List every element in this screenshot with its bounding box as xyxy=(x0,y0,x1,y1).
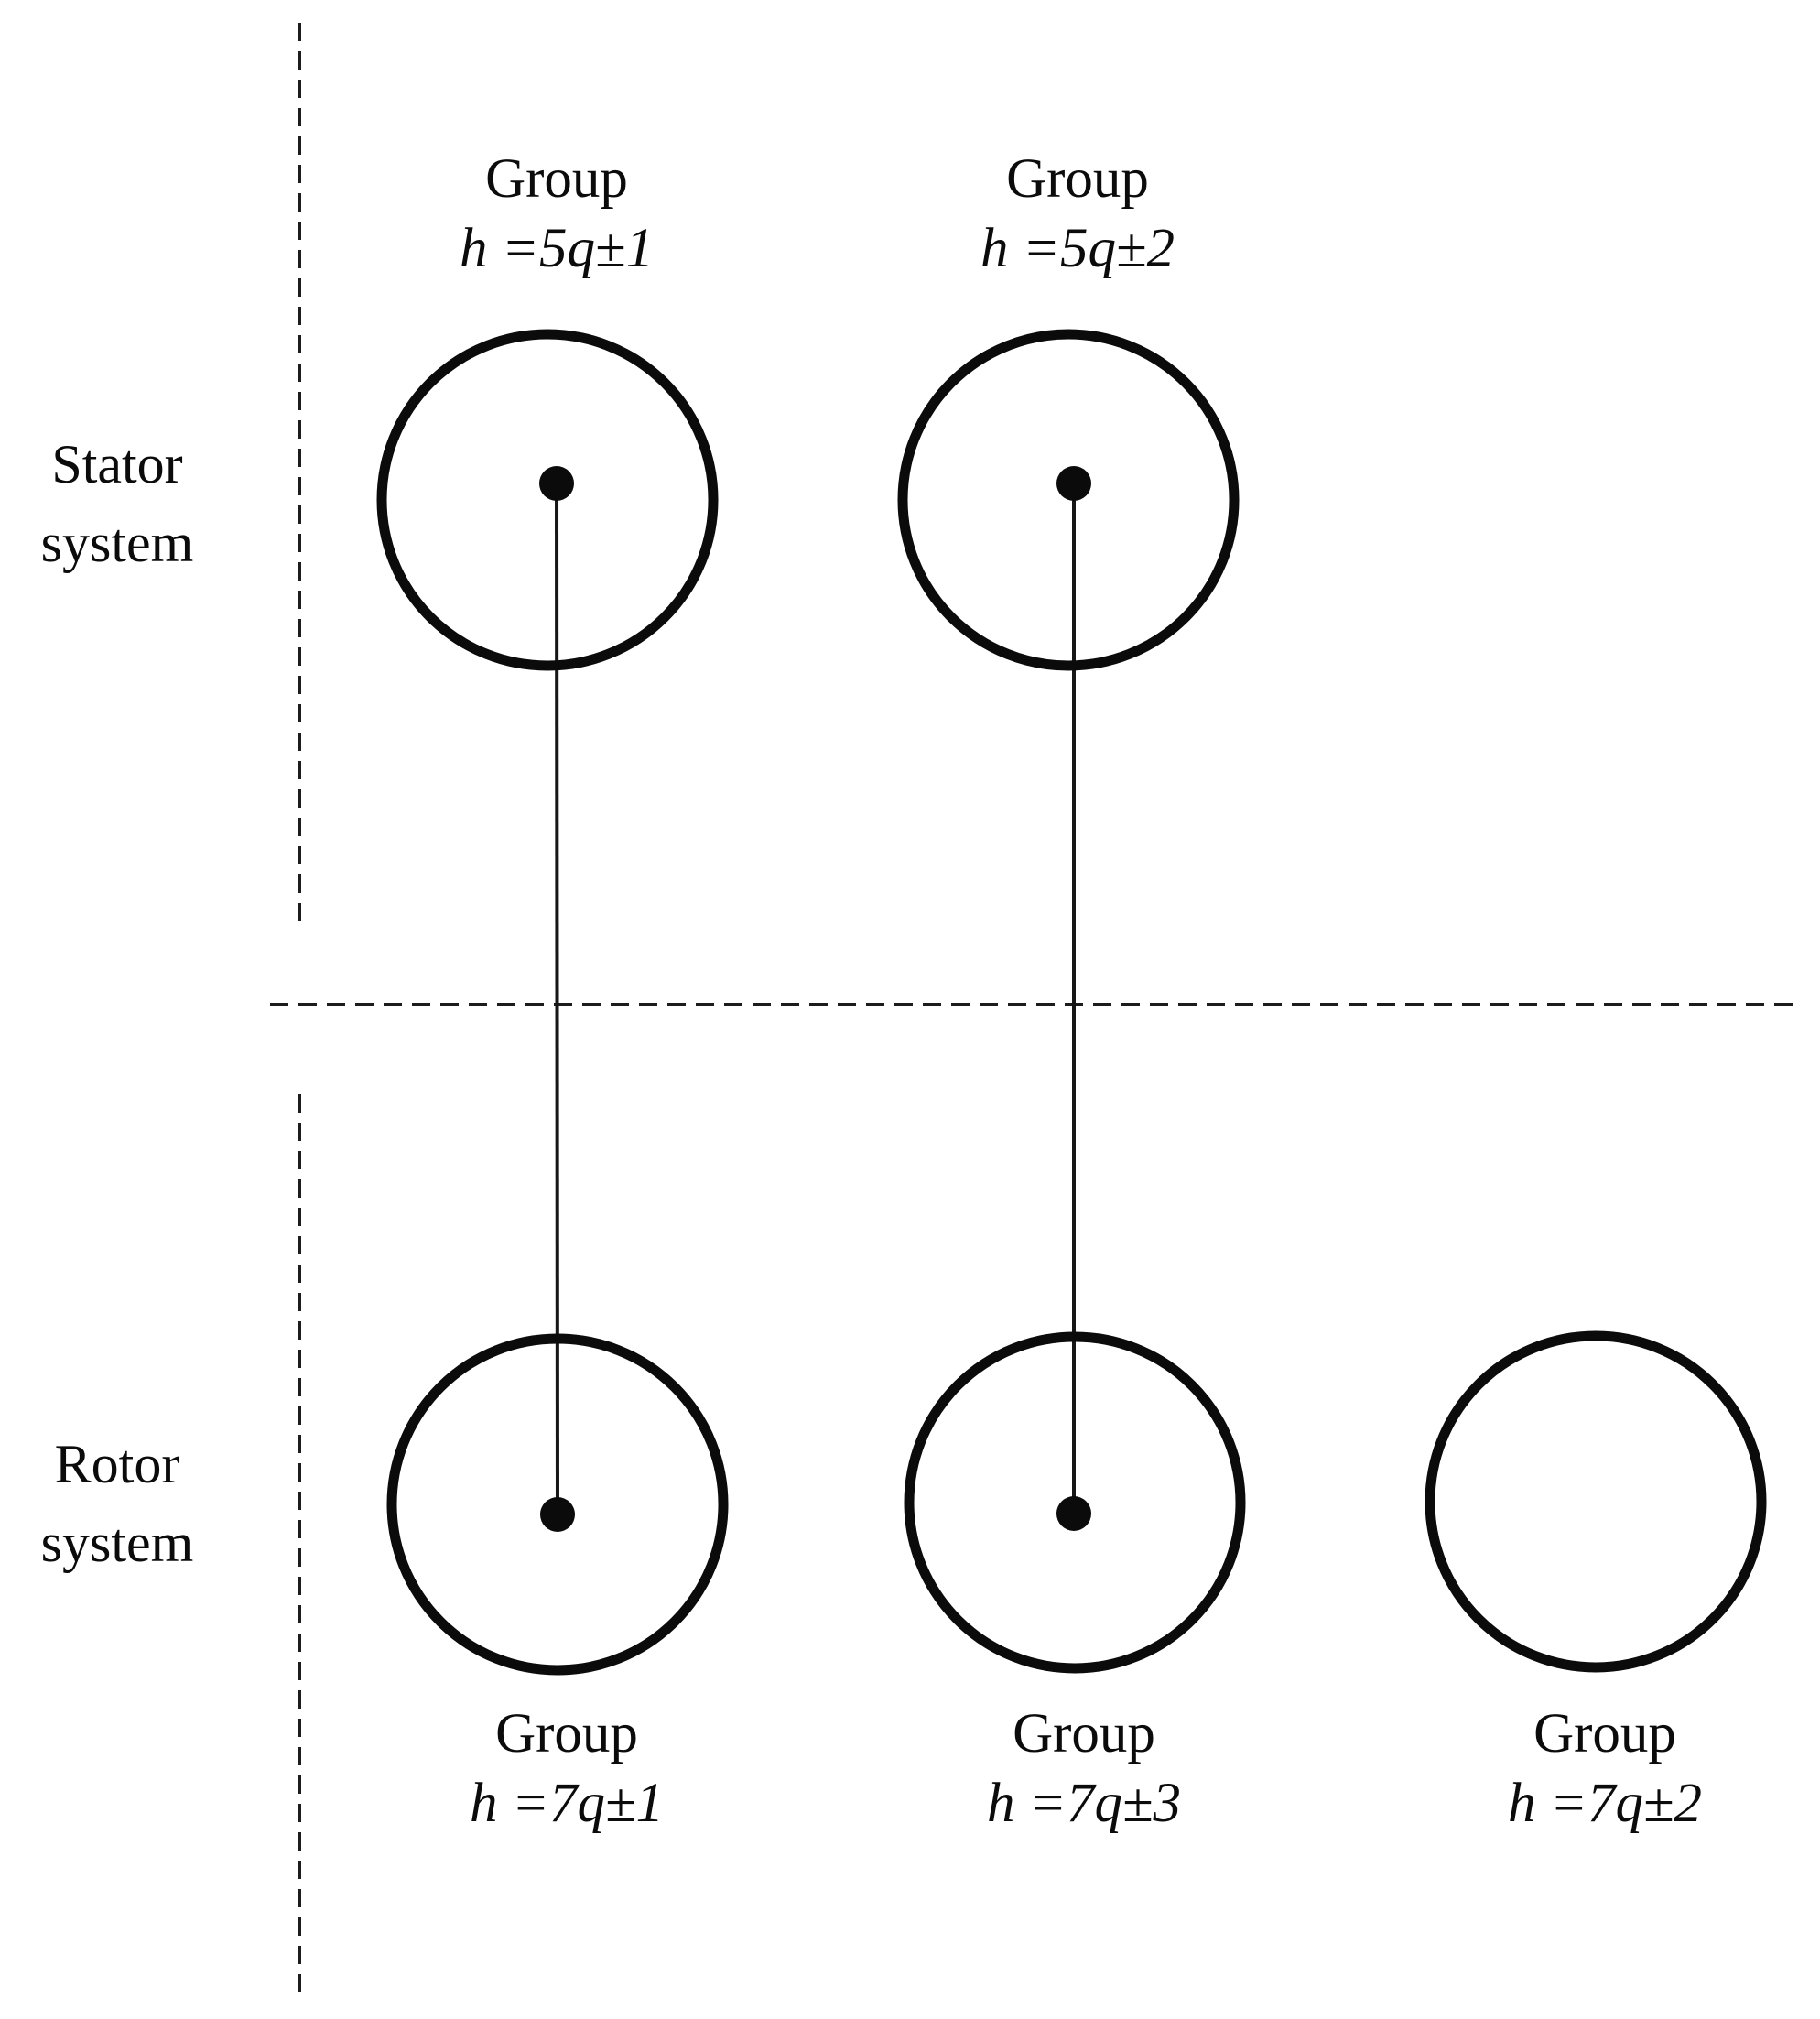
group-title: Group xyxy=(495,1703,638,1764)
stator-group-2-label: Group h =5q±2 xyxy=(867,145,1288,284)
rotor-group-1-label: Group h =7q±1 xyxy=(356,1699,777,1839)
group-formula: h =5q±1 xyxy=(460,218,654,279)
group-formula: h =7q±3 xyxy=(987,1773,1181,1834)
group-title: Group xyxy=(1533,1703,1676,1764)
rotor-system-label-line2: system xyxy=(40,1513,194,1573)
group-title: Group xyxy=(1006,148,1149,210)
stator-group-2-circle xyxy=(897,329,1240,671)
rotor-system-label: Rotor system xyxy=(0,1425,234,1582)
rotor-group-2-label: Group h =7q±3 xyxy=(873,1699,1295,1839)
stator-group-1-dot xyxy=(539,466,574,501)
rotor-group-3-circle xyxy=(1425,1330,1767,1673)
stator-group-1-label: Group h =5q±1 xyxy=(346,145,767,284)
rotor-group-3-label: Group h =7q±2 xyxy=(1394,1699,1815,1839)
rotor-group-2-circle xyxy=(904,1331,1246,1674)
rotor-group-1-circle xyxy=(386,1333,729,1676)
rotor-system-label-line1: Rotor xyxy=(54,1434,180,1494)
stator-group-1-circle xyxy=(376,329,719,671)
stator-system-label-line1: Stator xyxy=(51,434,183,494)
group-title: Group xyxy=(485,148,628,210)
rotor-group-2-dot xyxy=(1056,1496,1091,1531)
group-formula: h =7q±1 xyxy=(470,1773,664,1834)
stator-group-2-dot xyxy=(1056,466,1091,501)
rotor-group-1-dot xyxy=(540,1497,575,1532)
group-formula: h =5q±2 xyxy=(980,218,1175,279)
group-formula: h =7q±2 xyxy=(1508,1773,1702,1834)
connector-line-group1 xyxy=(555,483,559,1515)
stator-system-label-line2: system xyxy=(40,513,194,573)
stator-system-label: Stator system xyxy=(0,425,234,582)
group-title: Group xyxy=(1013,1703,1155,1764)
